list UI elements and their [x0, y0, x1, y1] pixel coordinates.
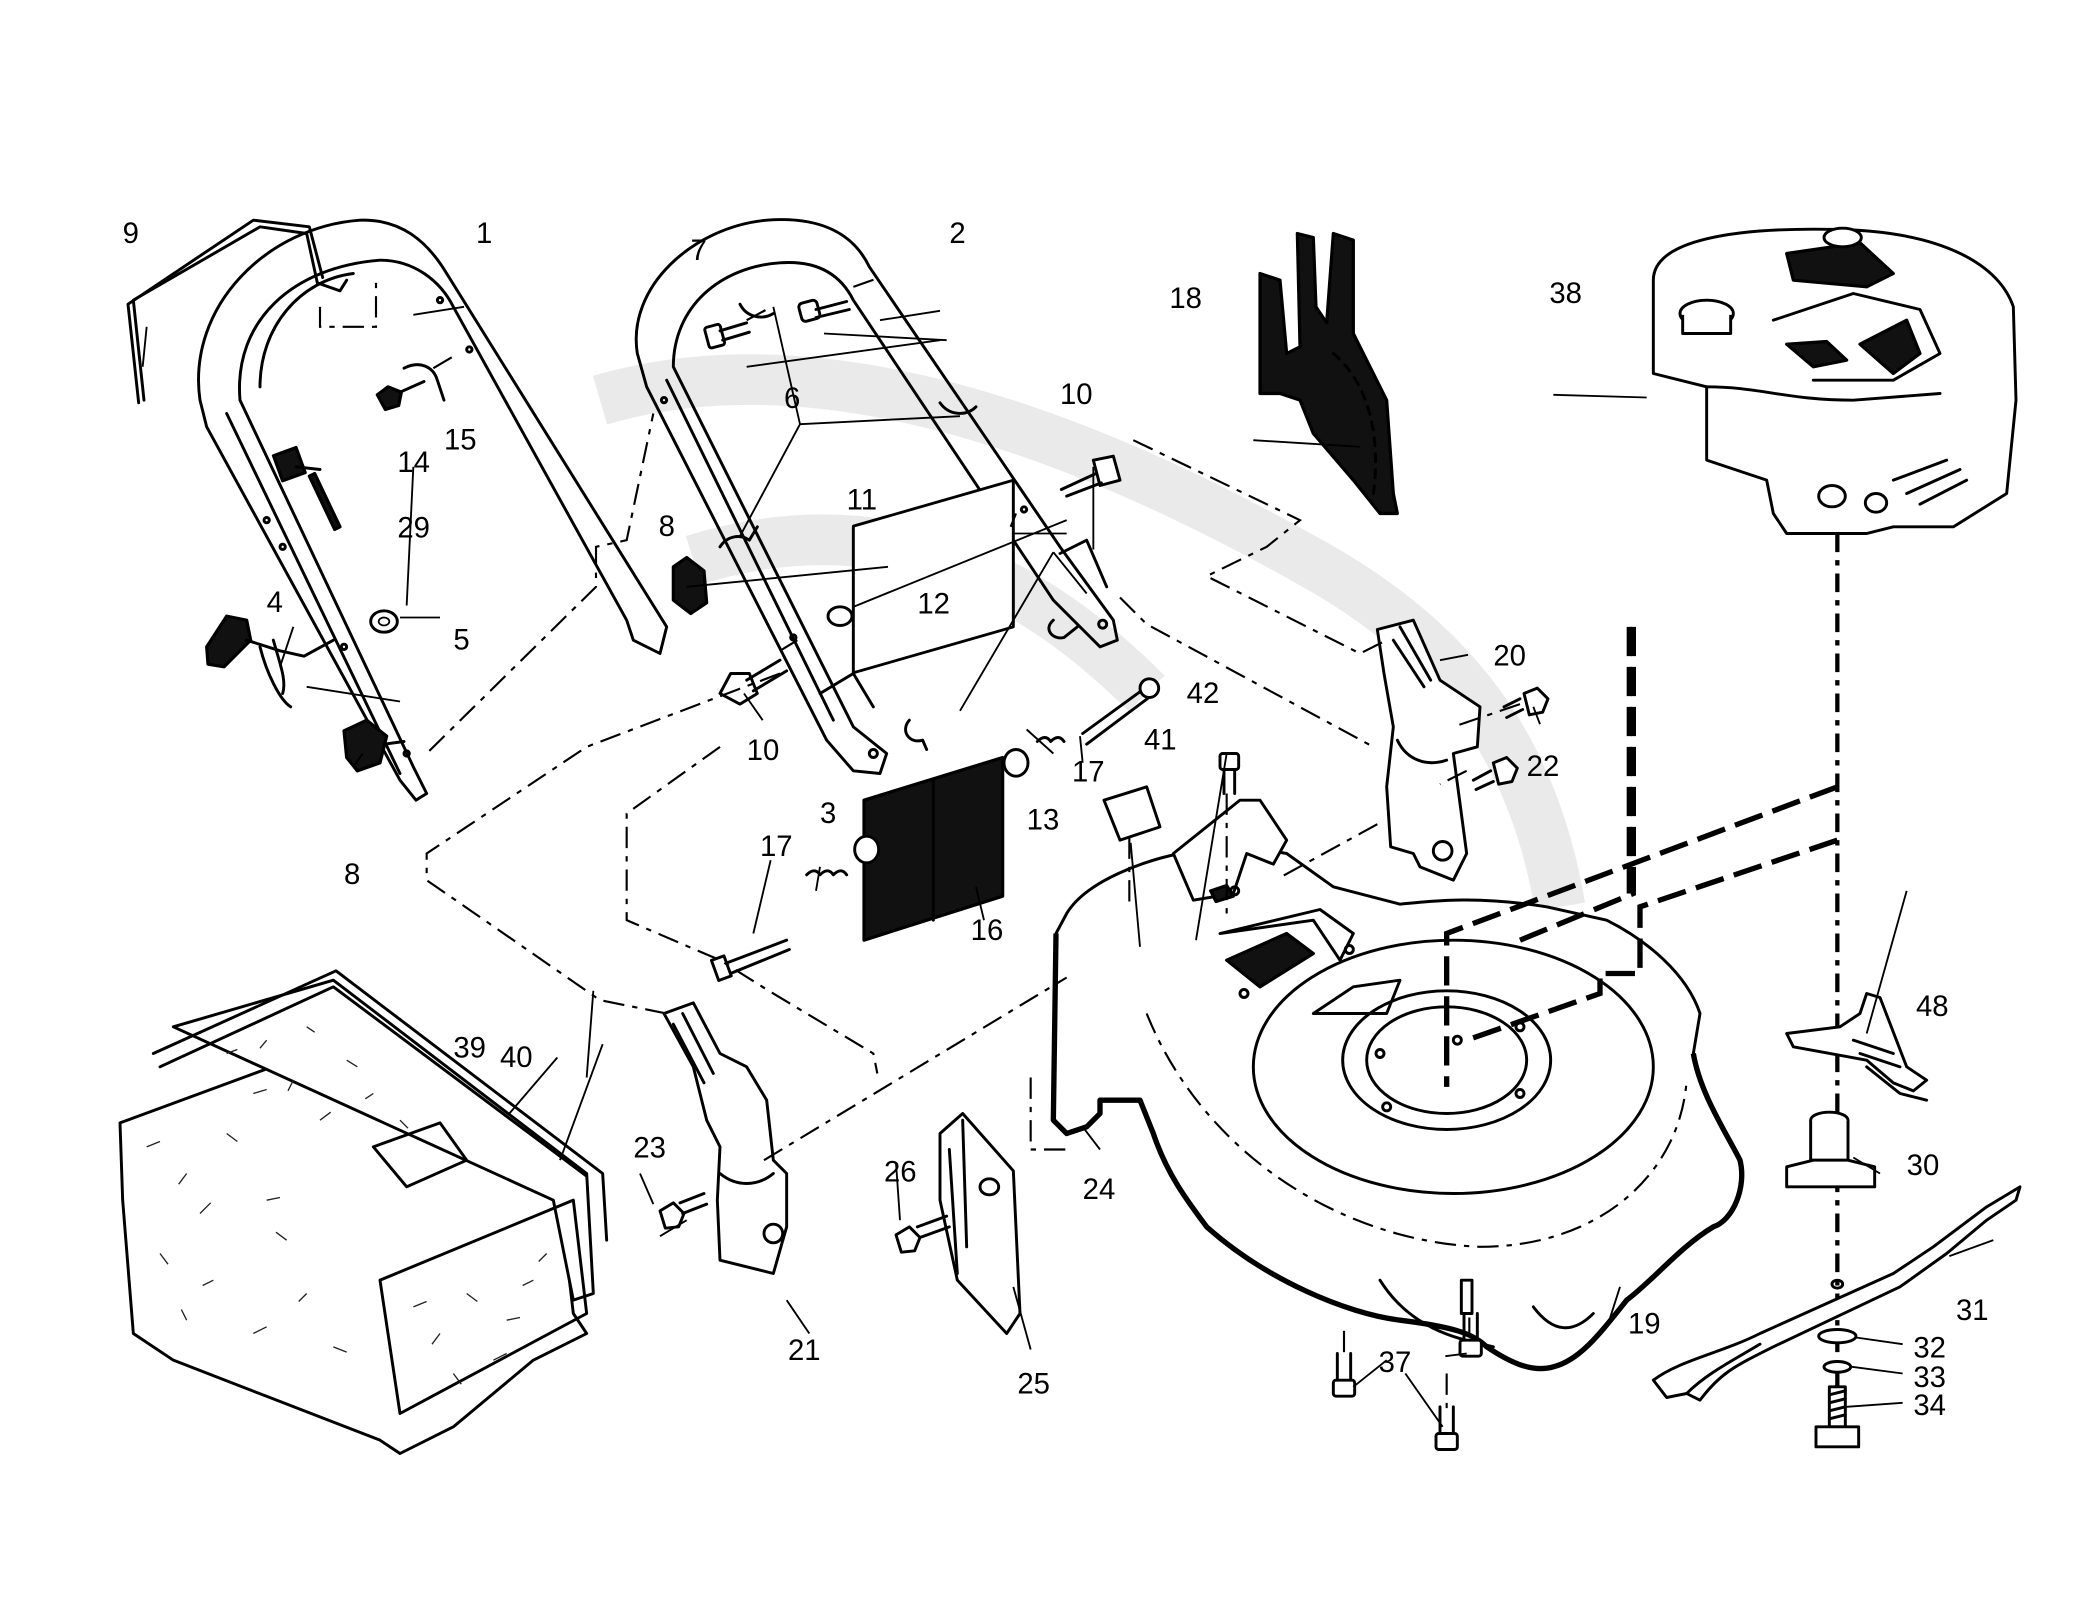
bolt-top-drawing [1218, 752, 1241, 771]
callout-48: 48 [1916, 990, 1949, 1023]
callout-33: 33 [1913, 1361, 1946, 1394]
callout-8-top: 8 [659, 510, 675, 543]
nut-drawing [369, 609, 399, 634]
callout-22: 22 [1527, 750, 1560, 783]
screw-clip-drawing [375, 363, 446, 412]
deck-drawing [1050, 798, 1745, 1372]
callout-29: 29 [397, 512, 430, 545]
grass-bag-drawing [118, 969, 609, 1455]
callout-19: 19 [1628, 1308, 1661, 1341]
callout-10-top: 10 [1060, 378, 1093, 411]
callout-2: 2 [949, 217, 965, 250]
callout-13: 13 [1027, 804, 1060, 837]
callout-38: 38 [1549, 277, 1582, 310]
callout-11: 11 [847, 484, 877, 517]
callouts: 1 2 9 7 18 38 6 10 14 15 29 11 8 12 4 5 … [123, 217, 1989, 1422]
callout-31: 31 [1956, 1294, 1989, 1327]
spring-left-drawing [805, 869, 849, 877]
callout-24: 24 [1083, 1173, 1116, 1206]
callout-15: 15 [444, 424, 477, 457]
washer-drawing [1817, 1328, 1858, 1345]
callout-9: 9 [123, 217, 139, 250]
rod-drawing [718, 938, 791, 978]
callout-3: 3 [820, 797, 836, 830]
callout-30: 30 [1907, 1149, 1940, 1182]
callout-41: 41 [1144, 724, 1177, 757]
callout-26: 26 [884, 1156, 917, 1189]
callout-7: 7 [691, 234, 707, 267]
callout-34: 34 [1913, 1389, 1946, 1422]
hair-pin-drawing [1047, 618, 1079, 640]
assembly-guide-lines [318, 276, 1521, 1414]
blade-drawing [1651, 1185, 2022, 1402]
control-bail-drawing [126, 218, 349, 405]
side-deflector-drawing [938, 1112, 1022, 1335]
callout-42: 42 [1187, 677, 1220, 710]
mulch-plug-drawing [1258, 231, 1399, 516]
callout-1: 1 [476, 217, 492, 250]
callout-40: 40 [500, 1041, 533, 1074]
callout-14: 14 [397, 446, 430, 479]
lock-washer-drawing [1822, 1360, 1853, 1374]
callout-10-bottom: 10 [747, 734, 780, 767]
callout-21: 21 [788, 1334, 821, 1367]
handle-knob-upper-drawing [671, 555, 709, 616]
leader-lines [141, 305, 1994, 1428]
callout-23: 23 [633, 1132, 666, 1165]
handle-knob-drawing [342, 718, 389, 773]
callout-16: 16 [971, 914, 1004, 947]
height-adjuster-right-drawing [1375, 618, 1482, 882]
knob-clip-drawing [205, 614, 335, 709]
callout-37: 37 [1379, 1346, 1412, 1379]
blade-adapter-drawing [1785, 1110, 1877, 1189]
callout-5: 5 [453, 624, 469, 657]
callout-39: 39 [453, 1032, 486, 1065]
engine-mount-guide [1444, 626, 1839, 1087]
engine-drawing [1651, 226, 2018, 535]
bolt-right-drawing [1522, 686, 1550, 717]
plate-drawing [1102, 785, 1162, 842]
callout-32: 32 [1913, 1332, 1946, 1365]
handle-upper-left-drawing [197, 218, 669, 802]
callout-17-right: 17 [1072, 756, 1105, 789]
callout-18: 18 [1169, 282, 1202, 315]
callout-20: 20 [1493, 640, 1526, 673]
cable-drawing [271, 445, 342, 532]
engine-bolts-drawing [1331, 1312, 1483, 1451]
rear-flap-drawing [851, 478, 1030, 942]
callout-12: 12 [917, 588, 950, 621]
bolt-pair-drawing [703, 298, 851, 350]
height-adjuster-left-drawing [662, 1001, 789, 1275]
callout-4: 4 [267, 586, 283, 619]
callout-6: 6 [784, 382, 800, 415]
callout-17-left: 17 [760, 830, 793, 863]
callout-25: 25 [1017, 1368, 1050, 1401]
throttle-control-drawing [1785, 992, 1929, 1102]
blade-bolt-drawing [1814, 1385, 1861, 1449]
bolt-left-drawing [658, 1201, 686, 1230]
callout-8-bottom: 8 [344, 858, 360, 891]
